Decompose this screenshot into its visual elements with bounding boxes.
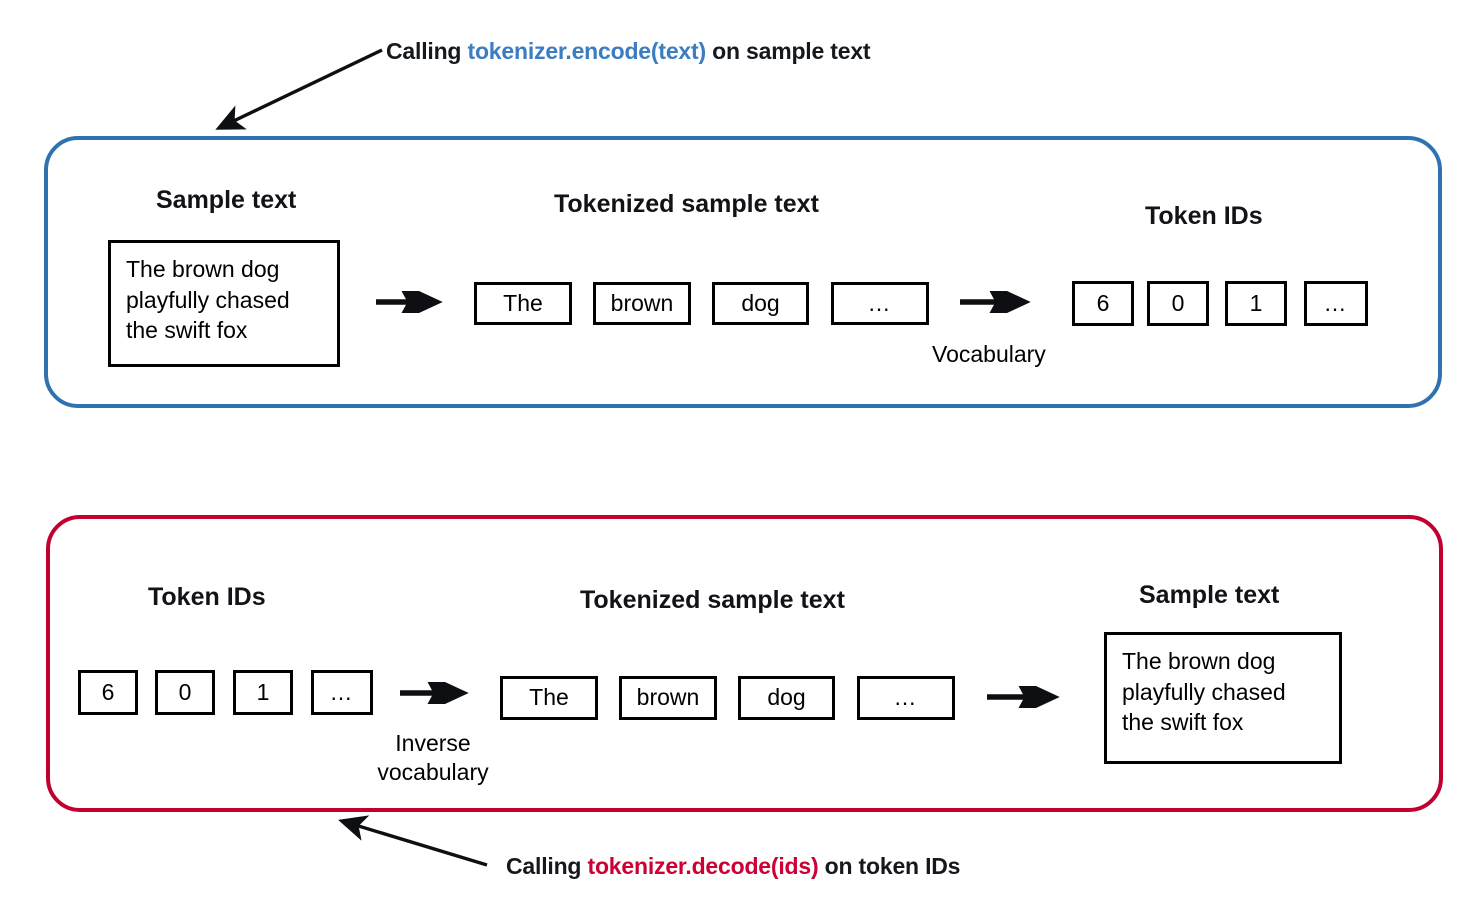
- decode-token-id-box: 6: [78, 670, 138, 715]
- decode-token-id-box: 1: [233, 670, 293, 715]
- decode-token-id-box: 0: [155, 670, 215, 715]
- decode-token-box-ellipsis: …: [857, 676, 955, 720]
- decode-arrow-ids-to-tokens: [398, 682, 478, 704]
- encode-token-box: The: [474, 282, 572, 325]
- decode-sample-text-box: The brown dog playfully chased the swift…: [1104, 632, 1342, 764]
- decode-annotation-arrow: [330, 812, 495, 874]
- encode-token-box: brown: [593, 282, 691, 325]
- decode-panel: [46, 515, 1443, 812]
- encode-vocabulary-label: Vocabulary: [932, 341, 1046, 367]
- encode-token-id-box: 1: [1225, 281, 1287, 326]
- encode-token-id-box: 0: [1147, 281, 1209, 326]
- decode-token-box: dog: [738, 676, 835, 720]
- decode-token-box: brown: [619, 676, 717, 720]
- encode-annotation-arrow: [205, 40, 390, 140]
- decode-token-box: The: [500, 676, 598, 720]
- decode-arrow-tokens-to-text: [985, 686, 1069, 708]
- decode-heading-sample-text: Sample text: [1139, 581, 1280, 609]
- decode-heading-tokenized: Tokenized sample text: [580, 586, 845, 614]
- decode-annotation-code: tokenizer.decode(ids): [587, 853, 819, 879]
- ellipsis-glyph: …: [867, 289, 893, 316]
- ellipsis-glyph: …: [893, 684, 919, 711]
- encode-arrow-text-to-tokens: [374, 291, 452, 313]
- decode-annotation-prefix: Calling: [506, 853, 582, 879]
- encode-annotation-code: tokenizer.encode(text): [467, 38, 706, 64]
- encode-arrow-tokens-to-ids: [958, 291, 1040, 313]
- decode-token-id-box-ellipsis: …: [311, 670, 373, 715]
- encode-token-id-box: 6: [1072, 281, 1134, 326]
- decode-heading-token-ids: Token IDs: [148, 583, 266, 611]
- encode-heading-token-ids: Token IDs: [1145, 202, 1263, 230]
- encode-annotation-suffix: on sample text: [712, 38, 871, 64]
- encode-token-id-box-ellipsis: …: [1304, 281, 1368, 326]
- encode-sample-text-box: The brown dog playfully chased the swift…: [108, 240, 340, 367]
- encode-token-box: dog: [712, 282, 809, 325]
- ellipsis-glyph: …: [1323, 289, 1349, 316]
- decode-annotation-caption: Calling tokenizer.decode(ids) on token I…: [506, 853, 960, 880]
- encode-heading-sample-text: Sample text: [156, 186, 297, 214]
- encode-annotation-caption: Calling tokenizer.encode(text) on sample…: [386, 38, 871, 65]
- decode-annotation-suffix: on token IDs: [824, 853, 961, 879]
- encode-annotation-prefix: Calling: [386, 38, 462, 64]
- encode-panel: [44, 136, 1442, 408]
- encode-token-box-ellipsis: …: [831, 282, 929, 325]
- decode-inverse-vocabulary-label: Inverse vocabulary: [377, 730, 489, 785]
- encode-heading-tokenized: Tokenized sample text: [554, 190, 819, 218]
- ellipsis-glyph: …: [329, 678, 355, 705]
